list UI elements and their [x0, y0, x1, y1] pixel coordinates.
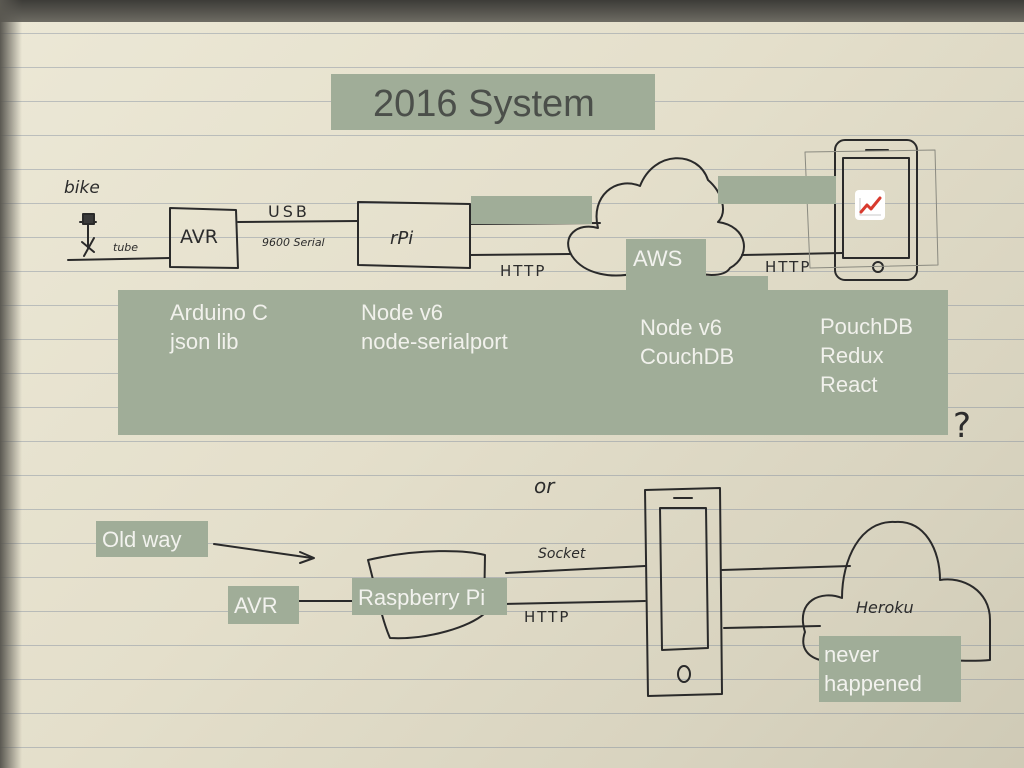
rpi-stack-text: Node v6 node-serialport: [361, 300, 508, 354]
avr-stack-text: Arduino C json lib: [170, 300, 268, 354]
raspberry-pi-box-label: Raspberry Pi: [352, 578, 507, 615]
http-line-lower: [504, 600, 646, 605]
tube-line: [67, 257, 171, 261]
usb-line: [237, 220, 359, 223]
aws-label-box: AWS: [626, 239, 706, 277]
rpi-sketch-label: rPi: [390, 228, 414, 249]
lower-phone-screen: [659, 507, 709, 651]
never-happened-box: never happened: [819, 636, 961, 702]
redaction-box-2: [718, 176, 836, 204]
rpi-box: [357, 201, 471, 269]
avr-sketch-label: AVR: [180, 226, 218, 248]
or-label: or: [534, 474, 555, 498]
bike-seat: [82, 213, 95, 225]
avr-lower-box: AVR: [228, 586, 299, 624]
avr-lower-label: AVR: [234, 593, 278, 618]
lower-phone-home: [677, 665, 691, 683]
serial-label: 9600 Serial: [262, 236, 325, 249]
usb-label: USB: [268, 202, 310, 221]
socket-line: [505, 565, 646, 574]
socket-label: Socket: [538, 546, 586, 562]
http-left-label: HTTP: [500, 262, 547, 280]
tube-label: tube: [113, 241, 139, 254]
page-left-shadow: [0, 0, 22, 768]
phone-outline: [834, 139, 918, 281]
lower-phone-outline: [644, 487, 723, 697]
phone-cloud-line-bottom: [723, 625, 821, 629]
chart-up-icon: [855, 190, 885, 220]
stack-panel: [118, 290, 948, 435]
phone-stack-text: PouchDB Redux React: [820, 314, 913, 397]
http-right-label: HTTP: [765, 258, 812, 276]
page-top-shadow: [0, 0, 1024, 22]
aws-label: AWS: [633, 246, 683, 271]
phone-cloud-line-top: [721, 565, 851, 571]
old-way-label: Old way: [102, 527, 182, 552]
http-lower-label: HTTP: [524, 608, 571, 626]
aws-stack-text: Node v6 CouchDB: [640, 315, 735, 369]
raspberry-pi-label: Raspberry Pi: [358, 585, 486, 610]
question-mark: ?: [953, 406, 972, 446]
http-line-right: [741, 252, 843, 256]
old-way-arrow: [213, 543, 313, 559]
redaction-box-1: [471, 196, 592, 224]
page-title: 2016 System: [373, 83, 595, 125]
avr-box: [169, 207, 239, 269]
bike-label: bike: [64, 178, 100, 198]
http-line-left: [469, 253, 571, 256]
heroku-label: Heroku: [856, 598, 914, 617]
old-way-box: Old way: [96, 521, 208, 557]
title-box: 2016 System: [331, 74, 655, 130]
stack-panel-tab: [626, 276, 768, 292]
phone-home: [872, 261, 884, 273]
never-happened-label: never happened: [824, 642, 922, 696]
phone-screen: [842, 157, 910, 259]
